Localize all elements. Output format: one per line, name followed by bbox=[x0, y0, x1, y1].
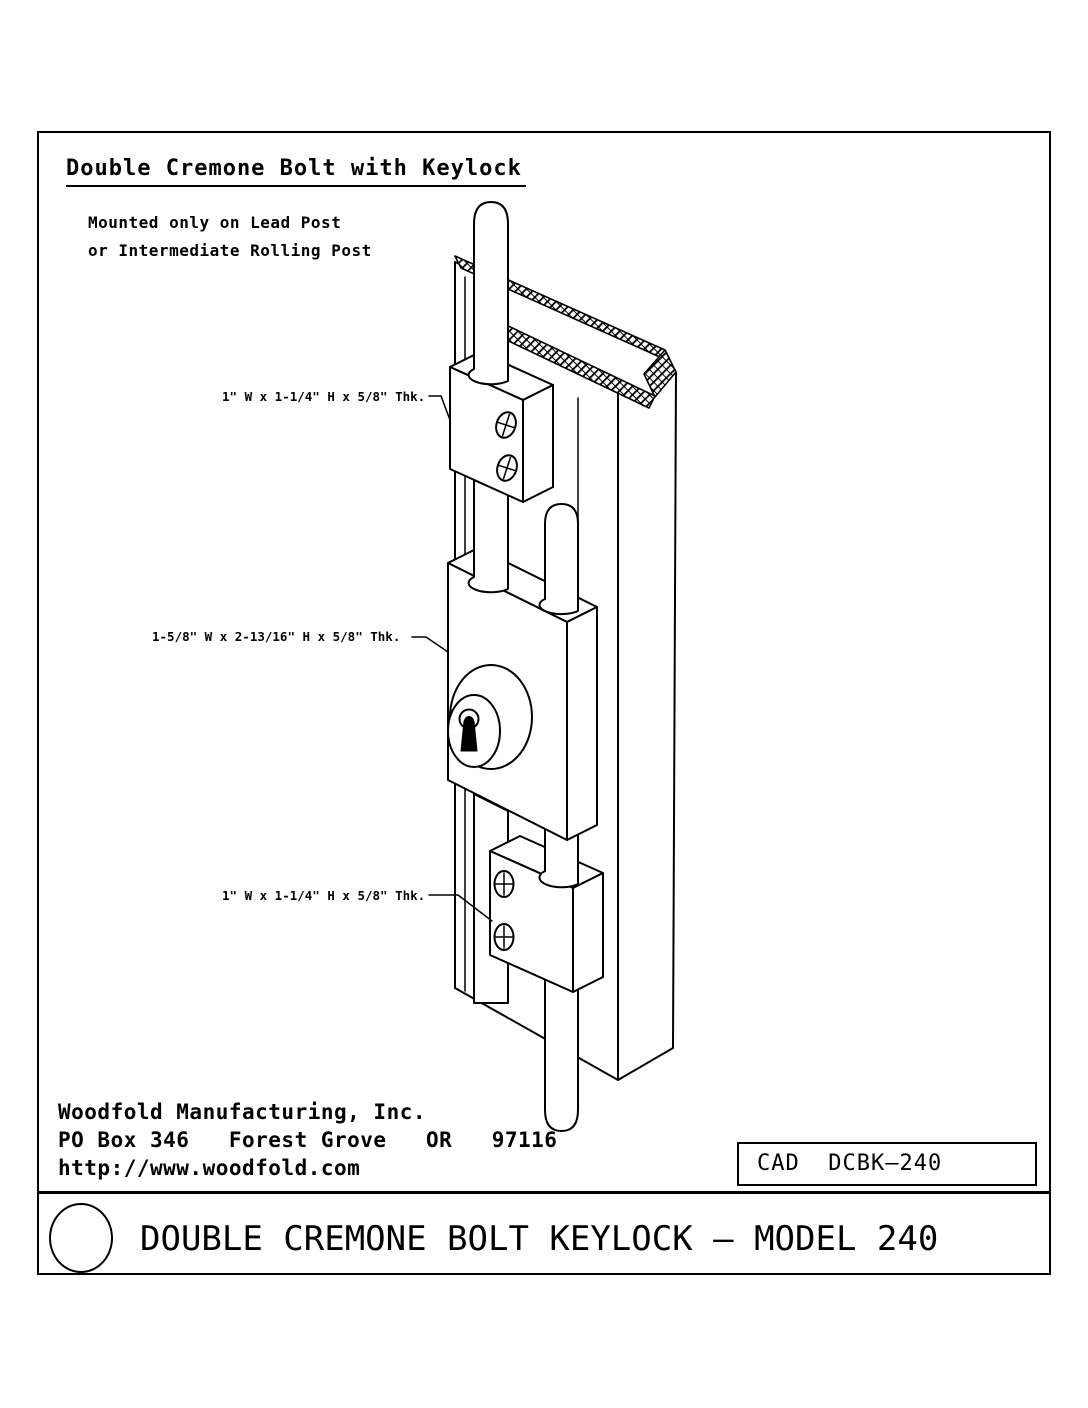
drawing-title: Double Cremone Bolt with Keylock bbox=[66, 156, 526, 187]
screw-icon bbox=[493, 923, 515, 951]
bottom-bolt-rod bbox=[544, 957, 579, 1132]
dimension-label-bottom-guide: 1" W x 1-1/4" H x 5/8" Thk. bbox=[222, 888, 426, 903]
cad-reference-box: CAD DCBK–240 bbox=[737, 1142, 1037, 1186]
dimension-label-top-guide: 1" W x 1-1/4" H x 5/8" Thk. bbox=[222, 389, 426, 404]
title-block-divider bbox=[37, 1191, 1051, 1194]
leader-lines bbox=[411, 395, 493, 922]
company-name: Woodfold Manufacturing, Inc. bbox=[58, 1100, 427, 1124]
company-website: http://www.woodfold.com bbox=[58, 1156, 361, 1180]
screw-icon bbox=[495, 411, 517, 439]
leader-top-guide bbox=[428, 395, 451, 421]
drawing-border-frame bbox=[37, 131, 1051, 1275]
top-bolt-rod bbox=[467, 201, 509, 386]
screw-icon bbox=[496, 454, 518, 482]
company-address: PO Box 346 Forest Grove OR 97116 bbox=[58, 1128, 558, 1152]
revision-circle bbox=[49, 1203, 113, 1273]
keyhole-icon bbox=[458, 708, 480, 752]
model-title: DOUBLE CREMONE BOLT KEYLOCK – MODEL 240 bbox=[140, 1219, 939, 1259]
mounting-note-line2: or Intermediate Rolling Post bbox=[88, 241, 372, 260]
bottom-guide-bracket bbox=[489, 819, 604, 993]
cad-reference-text: CAD DCBK–240 bbox=[757, 1151, 943, 1176]
dimension-label-keylock-body: 1-5/8" W x 2-13/16" H x 5/8" Thk. bbox=[152, 629, 401, 644]
leader-keylock-body bbox=[411, 636, 449, 653]
leader-bottom-guide bbox=[428, 894, 493, 922]
screw-icon bbox=[493, 870, 515, 898]
mounting-note-line1: Mounted only on Lead Post bbox=[88, 213, 342, 232]
bolt-rod-mid bbox=[467, 479, 509, 594]
right-bolt-rod bbox=[538, 503, 579, 616]
